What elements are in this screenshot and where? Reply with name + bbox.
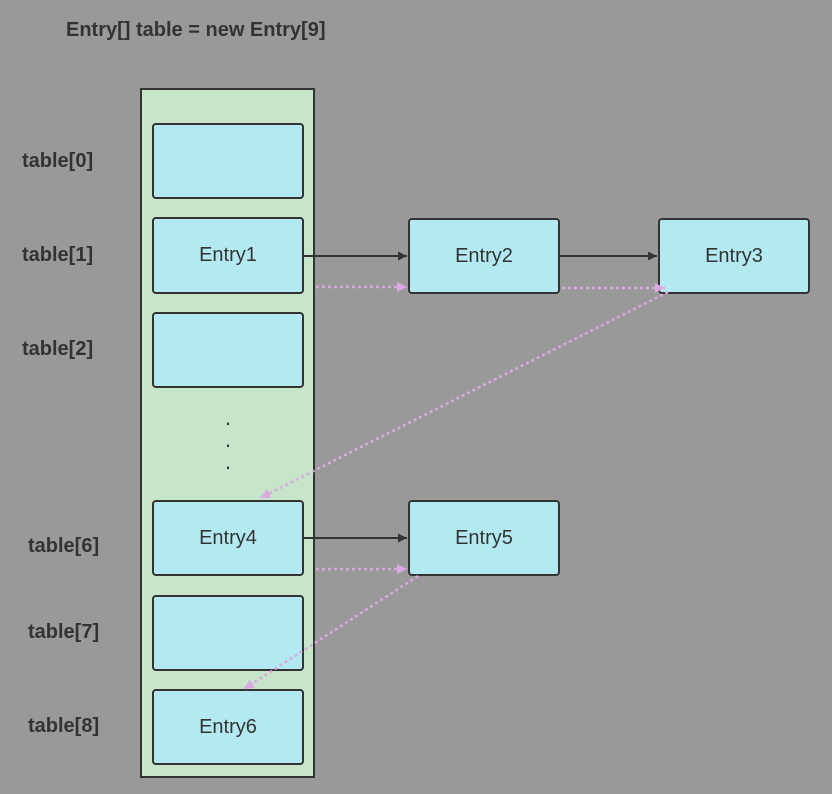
ellipsis-dot: ·	[224, 432, 232, 457]
slot-table-7	[152, 595, 304, 671]
slot-table-1: Entry1	[152, 217, 304, 294]
node-entry2: Entry2	[408, 218, 560, 294]
ellipsis-dot: ·	[224, 454, 232, 479]
slot-table-6: Entry4	[152, 500, 304, 576]
slot-table-2	[152, 312, 304, 388]
ellipsis: · · ·	[224, 412, 232, 478]
diagram-title: Entry[] table = new Entry[9]	[66, 19, 326, 41]
row-label-table-8: table[8]	[28, 715, 100, 737]
row-label-table-2: table[2]	[22, 338, 94, 360]
row-label-table-0: table[0]	[22, 150, 94, 172]
after-link-entry5-entry6	[243, 574, 419, 691]
row-label-table-1: table[1]	[22, 244, 94, 266]
ellipsis-dot: ·	[224, 410, 232, 435]
slot-table-8: Entry6	[152, 689, 304, 765]
after-link-entry3-entry4	[259, 290, 669, 500]
node-entry3: Entry3	[658, 218, 810, 294]
slot-table-0	[152, 123, 304, 199]
row-label-table-7: table[7]	[28, 621, 100, 643]
row-label-table-6: table[6]	[28, 535, 100, 557]
node-entry5: Entry5	[408, 500, 560, 576]
